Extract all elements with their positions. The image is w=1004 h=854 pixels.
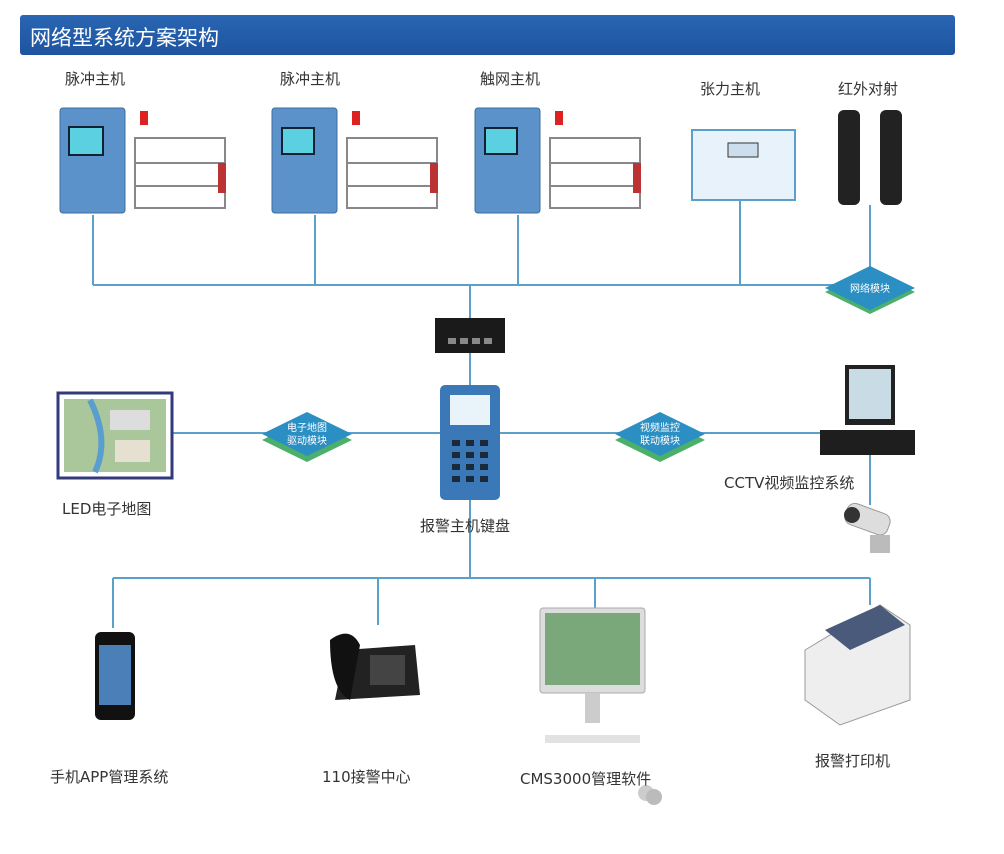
cctv-label: CCTV视频监控系统 [724, 474, 855, 492]
video-module-line1: 视频监控 [640, 421, 680, 434]
network-module-diamond: 网络模块 [825, 266, 915, 314]
touch-host-label: 触网主机 [480, 70, 541, 88]
infrared-beam-device [838, 110, 902, 205]
led-map-label: LED电子地图 [62, 500, 152, 518]
video-module-line2: 联动模块 [640, 435, 680, 447]
cms-software-label: CMS3000管理软件 [520, 770, 652, 788]
tension-host-device [691, 129, 796, 201]
network-module-label: 网络模块 [850, 282, 890, 295]
pulse-host-1-device [59, 107, 226, 214]
map-driver-module-diamond: 电子地图 驱动模块 [262, 412, 352, 462]
alarm-keyboard-device [440, 385, 500, 500]
pulse-host-2-device [271, 107, 438, 214]
infrared-label: 红外对射 [838, 80, 899, 98]
touch-host-device [474, 107, 641, 214]
page-title: 网络型系统方案架构 [30, 26, 219, 50]
tension-host-label: 张力主机 [700, 80, 761, 98]
wechat-icon [638, 785, 662, 805]
pulse-host-1-label: 脉冲主机 [65, 70, 126, 88]
alarm-printer-label: 报警打印机 [815, 752, 891, 770]
alarm-center-label: 110接警中心 [322, 768, 411, 786]
title-bar: 网络型系统方案架构 [20, 15, 955, 55]
led-map-image [56, 391, 174, 480]
computer-monitor-icon [539, 607, 646, 743]
pulse-host-2-label: 脉冲主机 [280, 70, 341, 88]
cctv-camera-icon [844, 502, 891, 553]
map-module-line1: 电子地图 [287, 421, 327, 434]
desk-phone-icon [330, 633, 420, 700]
keyboard-label: 报警主机键盘 [420, 517, 511, 535]
map-module-line2: 驱动模块 [287, 435, 327, 447]
printer-icon [804, 604, 911, 726]
network-switch-icon [435, 318, 505, 353]
mobile-app-label: 手机APP管理系统 [50, 768, 169, 786]
mobile-phone-icon [95, 632, 135, 720]
cctv-monitor-dvr-icon [820, 365, 915, 455]
video-linkage-module-diamond: 视频监控 联动模块 [615, 412, 705, 462]
